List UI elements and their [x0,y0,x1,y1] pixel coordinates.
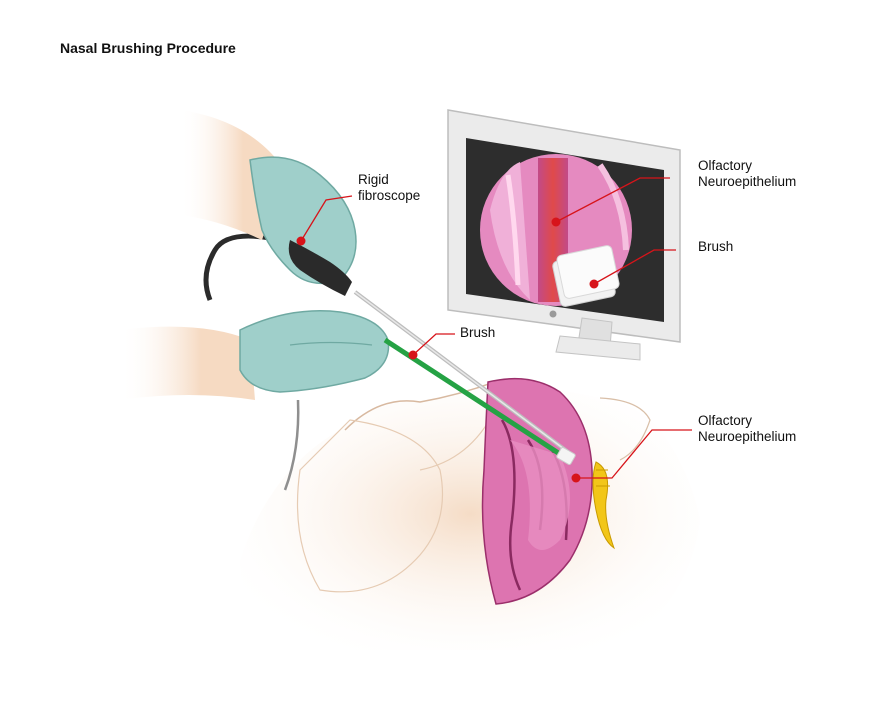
label-monitor-brush: Brush [698,239,734,254]
rigid-fibroscope [288,240,570,454]
monitor-brush-pointer [589,279,599,289]
olfactory-bulb [592,461,615,550]
label-line: Rigid [358,172,389,187]
head-olfactory-pointer [571,473,581,483]
fibroscope-pointer [296,236,306,246]
label-line: Neuroepithelium [698,429,797,444]
label-line: Olfactory [698,413,753,428]
label-head-olfactory: Olfactory Neuroepithelium [698,413,796,445]
brush-shaft [383,337,568,461]
label-line: fibroscope [358,188,421,203]
monitor-olfactory-pointer [551,217,561,227]
brush-tip [556,447,576,465]
upper-hand [180,110,357,286]
diagram-title: Nasal Brushing Procedure [60,40,236,56]
label-line: Neuroepithelium [698,174,797,189]
label-line: Olfactory [698,158,753,173]
brush-on-screen [552,245,620,307]
patient-head [240,377,700,650]
label-rigid-fibroscope: Rigid fibroscope [358,172,420,204]
power-button-icon [549,310,557,318]
callouts [296,177,692,483]
label-hand-brush: Brush [460,325,496,340]
label-monitor-olfactory: Olfactory Neuroepithelium [698,158,796,190]
hand-brush-pointer [408,350,418,360]
lower-hand [120,310,390,400]
endoscope-view [480,154,632,307]
